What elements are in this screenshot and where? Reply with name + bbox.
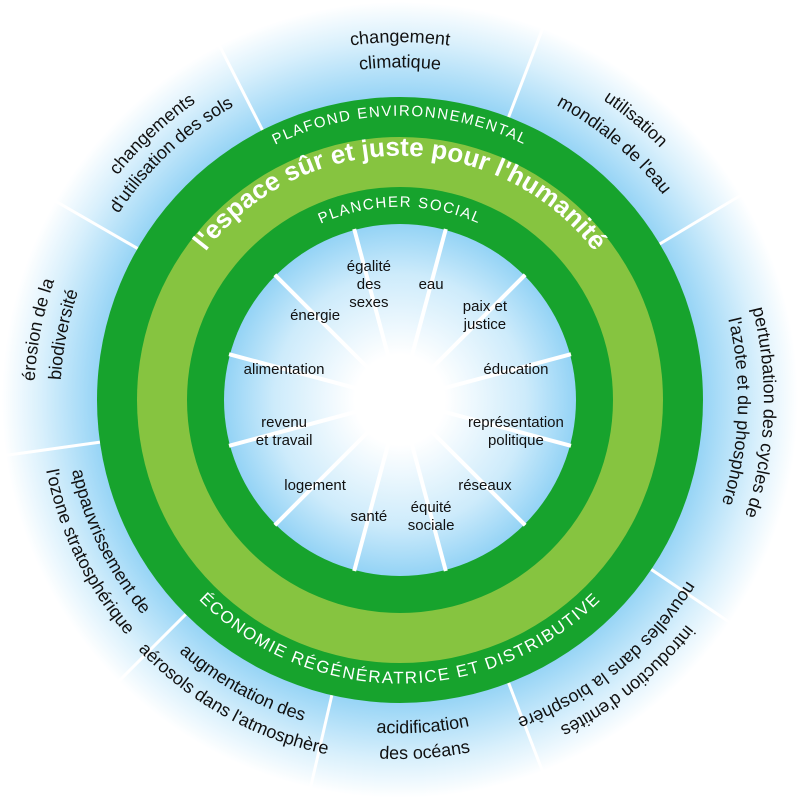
outer-divider (116, 611, 189, 684)
social-foundation-label: eau (419, 276, 444, 293)
planetary-boundary-label: changement (349, 26, 452, 49)
outer-divider (4, 440, 104, 458)
inner-divider (433, 352, 572, 393)
inner-divider (407, 228, 448, 367)
inner-divider (433, 407, 572, 448)
planetary-boundary-label: climatique (358, 51, 442, 73)
inner-divider (228, 407, 367, 448)
social-foundation-label: éducation (483, 361, 548, 378)
inner-dividers (228, 228, 572, 572)
inner-divider (228, 352, 367, 393)
social-foundation-label: énergie (290, 307, 340, 324)
inner-divider (273, 423, 377, 527)
inner-divider (352, 228, 393, 367)
outer-dividers (4, 26, 743, 790)
outer-divider (53, 199, 141, 252)
social-foundation-label: alimentation (244, 361, 325, 378)
outer-divider (656, 193, 743, 247)
outer-divider (506, 26, 545, 121)
inner-divider (423, 423, 527, 527)
social-foundation-label: réseaux (458, 477, 512, 494)
outer-divider (647, 566, 732, 625)
inner-divider (352, 433, 393, 572)
outer-divider (506, 679, 545, 774)
outer-divider (217, 43, 266, 134)
inner-divider (407, 433, 448, 572)
social-foundation-label: logement (284, 477, 347, 494)
inner-divider (273, 273, 377, 377)
inner-divider (423, 273, 527, 377)
outer-divider (308, 691, 334, 790)
social-foundation-label: santé (351, 508, 388, 525)
